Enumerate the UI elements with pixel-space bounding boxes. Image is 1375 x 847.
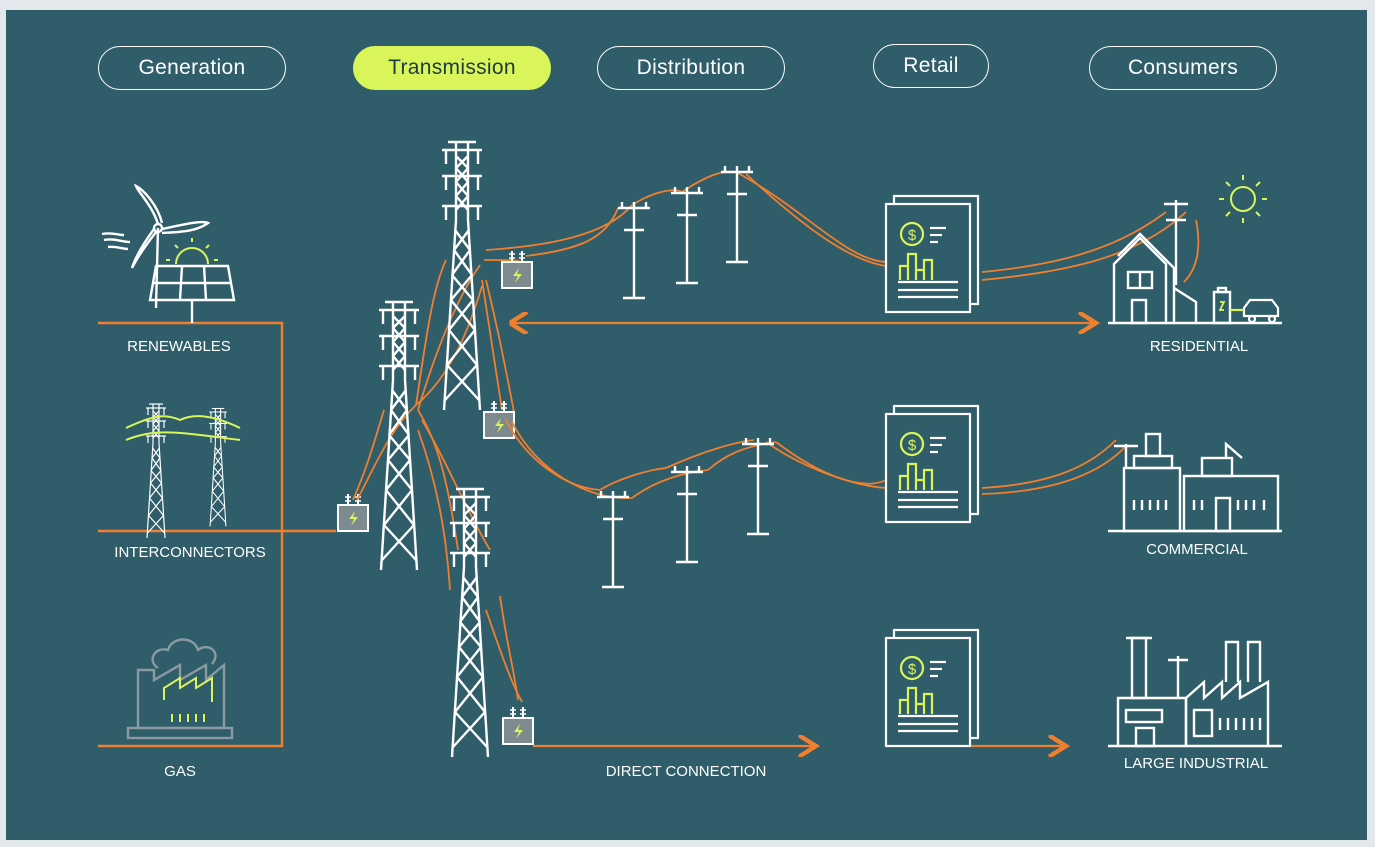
diagram-canvas: $ [98,140,1282,780]
ev-car-icon [1230,298,1280,324]
interconnectors-label: INTERCONNECTORS [114,544,265,561]
wind-turbine-icon [101,183,211,309]
bill-icon [884,194,980,314]
residential-label: RESIDENTIAL [1150,338,1248,355]
solar-panel-icon [148,264,236,323]
house-icon [1108,200,1282,325]
pole-icon [740,436,776,536]
bill-icon [884,628,980,748]
industrial-label: LARGE INDUSTRIAL [1124,755,1268,772]
gas-label: GAS [164,763,196,780]
pole-icon [719,164,755,264]
pylon-icon [440,140,484,412]
transmission-cables [352,259,523,703]
factory-icon [1108,636,1282,748]
sun-icon [166,238,218,265]
distribution-cables-row1 [485,170,1200,283]
direct-connection-label: DIRECT CONNECTION [606,763,767,780]
gas-plant-icon [126,638,234,740]
energy-supply-chain-diagram: $ [6,10,1367,840]
gas-plant-windows-icon [171,714,205,722]
commercial-label: COMMERCIAL [1146,541,1248,558]
tab-transmission[interactable]: Transmission [353,46,551,90]
pylon-icon [448,487,492,759]
renewables-label: RENEWABLES [127,338,231,355]
transformer-icon [483,400,515,439]
interconnector-cable-icon [125,415,241,441]
sun-icon [1219,175,1267,223]
gas-plant-accent-icon [163,676,213,702]
source-bus-lines [98,321,336,748]
bill-icon [884,404,980,524]
charger-bolt-icon [1218,301,1226,311]
pole-icon [595,489,631,589]
tab-consumers[interactable]: Consumers [1089,46,1277,90]
tab-generation[interactable]: Generation [98,46,286,90]
distribution-cables-row2 [505,419,1127,499]
interconnector-pylons-icon [145,403,228,539]
office-icon [1108,432,1282,533]
pole-icon [669,464,705,564]
pole-icon [669,185,705,285]
pylon-icon [377,300,421,572]
pole-icon [616,200,652,300]
transformer-icon [502,706,534,745]
tab-retail[interactable]: Retail [873,44,989,88]
tab-distribution[interactable]: Distribution [597,46,785,90]
